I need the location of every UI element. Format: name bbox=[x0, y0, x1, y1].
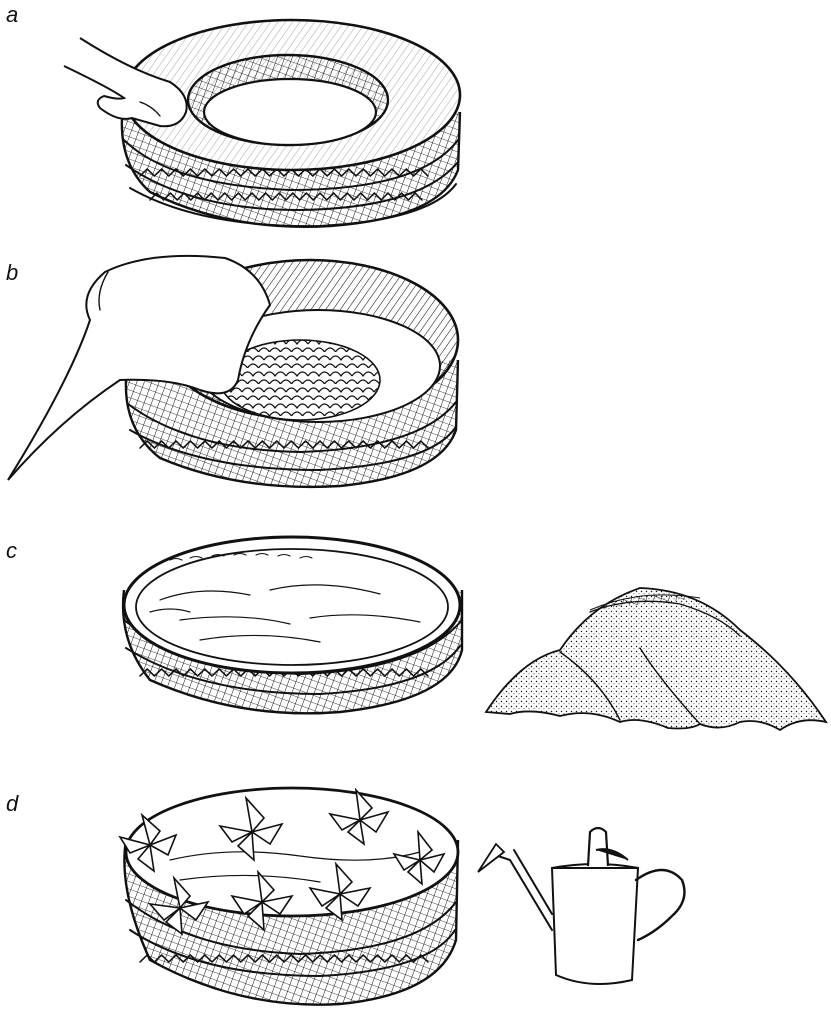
panel-a-illustration bbox=[64, 20, 460, 227]
panel-c-illustration bbox=[123, 537, 826, 730]
watering-can-d bbox=[478, 828, 684, 984]
panel-d-illustration bbox=[120, 788, 684, 1005]
soil-heap-c bbox=[486, 588, 826, 730]
filled-tyre-c bbox=[124, 537, 460, 673]
panel-b-illustration bbox=[8, 256, 458, 487]
